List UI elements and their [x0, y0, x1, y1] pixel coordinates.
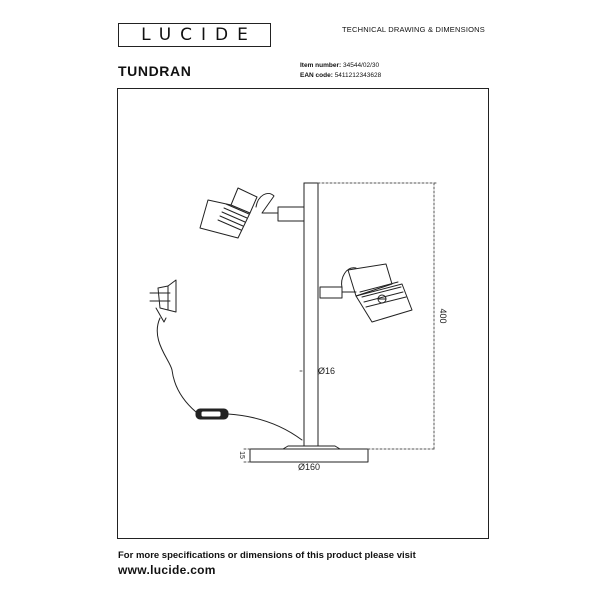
drawing-frame — [117, 88, 489, 539]
footer-website-link[interactable]: www.lucide.com — [118, 563, 216, 577]
product-name: TUNDRAN — [118, 63, 192, 79]
cable-switch — [195, 408, 229, 420]
lower-spotlight — [319, 263, 413, 323]
base-thickness-label: 15 — [238, 451, 245, 459]
pole-diameter-label: Ø16 — [318, 366, 335, 376]
brand-logo-text: LUCIDE — [141, 25, 257, 45]
item-number-label: Item number: — [300, 62, 342, 69]
footer-note: For more specifications or dimensions of… — [118, 550, 416, 561]
ean-code-value: 5411212343628 — [334, 72, 382, 79]
lamp-base — [249, 445, 369, 463]
upper-spotlight — [199, 187, 305, 239]
cable-to-base — [227, 413, 303, 441]
product-codes: Item number: 34544/02/30 EAN code: 54112… — [300, 61, 381, 81]
dimension-lines — [242, 182, 437, 463]
brand-logo: LUCIDE — [118, 23, 271, 47]
height-dimension-label: 400 — [438, 308, 448, 323]
ean-code-row: EAN code: 5411212343628 — [300, 71, 381, 81]
power-cable — [156, 317, 197, 413]
ean-code-label: EAN code: — [300, 72, 333, 79]
document-type-label: TECHNICAL DRAWING & DIMENSIONS — [342, 25, 485, 34]
item-number-value: 34544/02/30 — [342, 62, 380, 69]
base-diameter-label: Ø160 — [298, 462, 320, 472]
power-plug — [149, 279, 177, 323]
technical-drawing: 400 Ø16 Ø160 15 — [149, 182, 448, 472]
lamp-pole — [303, 182, 319, 447]
item-number-row: Item number: 34544/02/30 — [300, 61, 381, 71]
